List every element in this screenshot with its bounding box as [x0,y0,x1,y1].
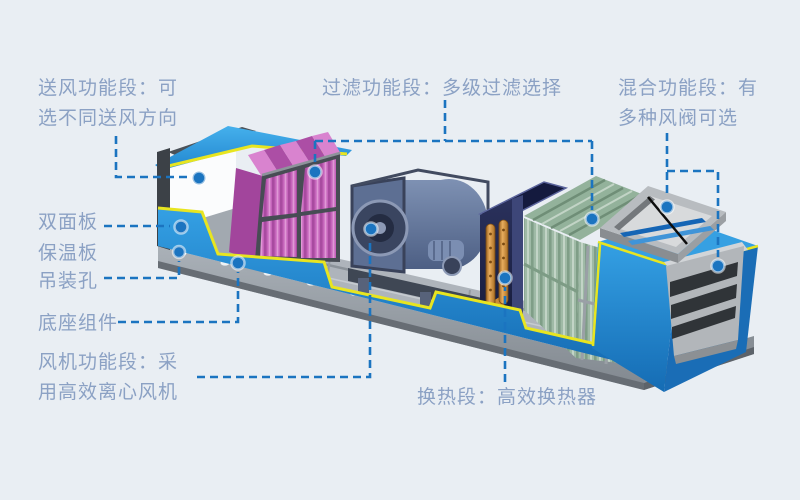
callout-fan-section: 风机功能段：采 用高效离心风机 [38,347,178,407]
callout-supply-line1: 送风功能段：可 [38,77,179,99]
leader-dot-louver [710,258,726,274]
leader-dot-double-panel [173,219,189,235]
leader-filter [313,100,594,210]
callout-base-assembly-text: 底座组件 [38,312,119,334]
callout-mixing-section: 混合功能段：有 多种风阀可选 [618,73,758,133]
callout-insulation-text: 保温板 [38,242,99,264]
leader-mixing [665,133,720,257]
leader-base-assembly [118,272,240,324]
callout-heat-exchange: 换热段：高效换热器 [417,382,597,412]
callout-mixing-line2: 多种风阀可选 [618,107,739,129]
callout-filter-text: 过滤功能段：多级过滤选择 [322,77,563,99]
leader-dot-filter-right [584,211,600,227]
leader-dot-mixing [659,199,675,215]
callout-double-panel: 双面板 [38,207,98,237]
leader-supply [114,136,188,179]
callout-mixing-line1: 混合功能段：有 [618,77,759,99]
callout-supply-line2: 选不同送风方向 [38,107,179,129]
callout-base-assembly: 底座组件 [38,308,118,338]
callout-lifting-hole-text: 吊装孔 [38,270,99,292]
callout-heat-exchange-text: 换热段：高效换热器 [417,386,598,408]
callout-fan-line1: 风机功能段：采 [38,351,179,373]
leader-dot-supply [191,170,207,186]
leader-dot-filter-left [307,164,323,180]
leader-dot-lifting-hole [171,244,187,260]
leader-dot-base [230,255,246,271]
mixing-section-shape [591,186,759,392]
casing-front-wall [157,206,649,368]
leader-fan [197,238,372,379]
callout-filter-section: 过滤功能段：多级过滤选择 [322,73,562,103]
callout-lifting-hole: 吊装孔 [38,266,98,296]
callout-insulation: 保温板 [38,238,98,268]
leader-dots [171,164,726,286]
callout-supply-section: 送风功能段：可 选不同送风方向 [38,73,178,133]
leader-dot-heat [497,270,513,286]
leader-dot-fan [363,221,379,237]
callout-fan-line2: 用高效离心风机 [38,381,179,403]
leader-lines [104,100,720,382]
callout-double-panel-text: 双面板 [38,211,99,233]
pink-filter-bank [229,132,341,262]
